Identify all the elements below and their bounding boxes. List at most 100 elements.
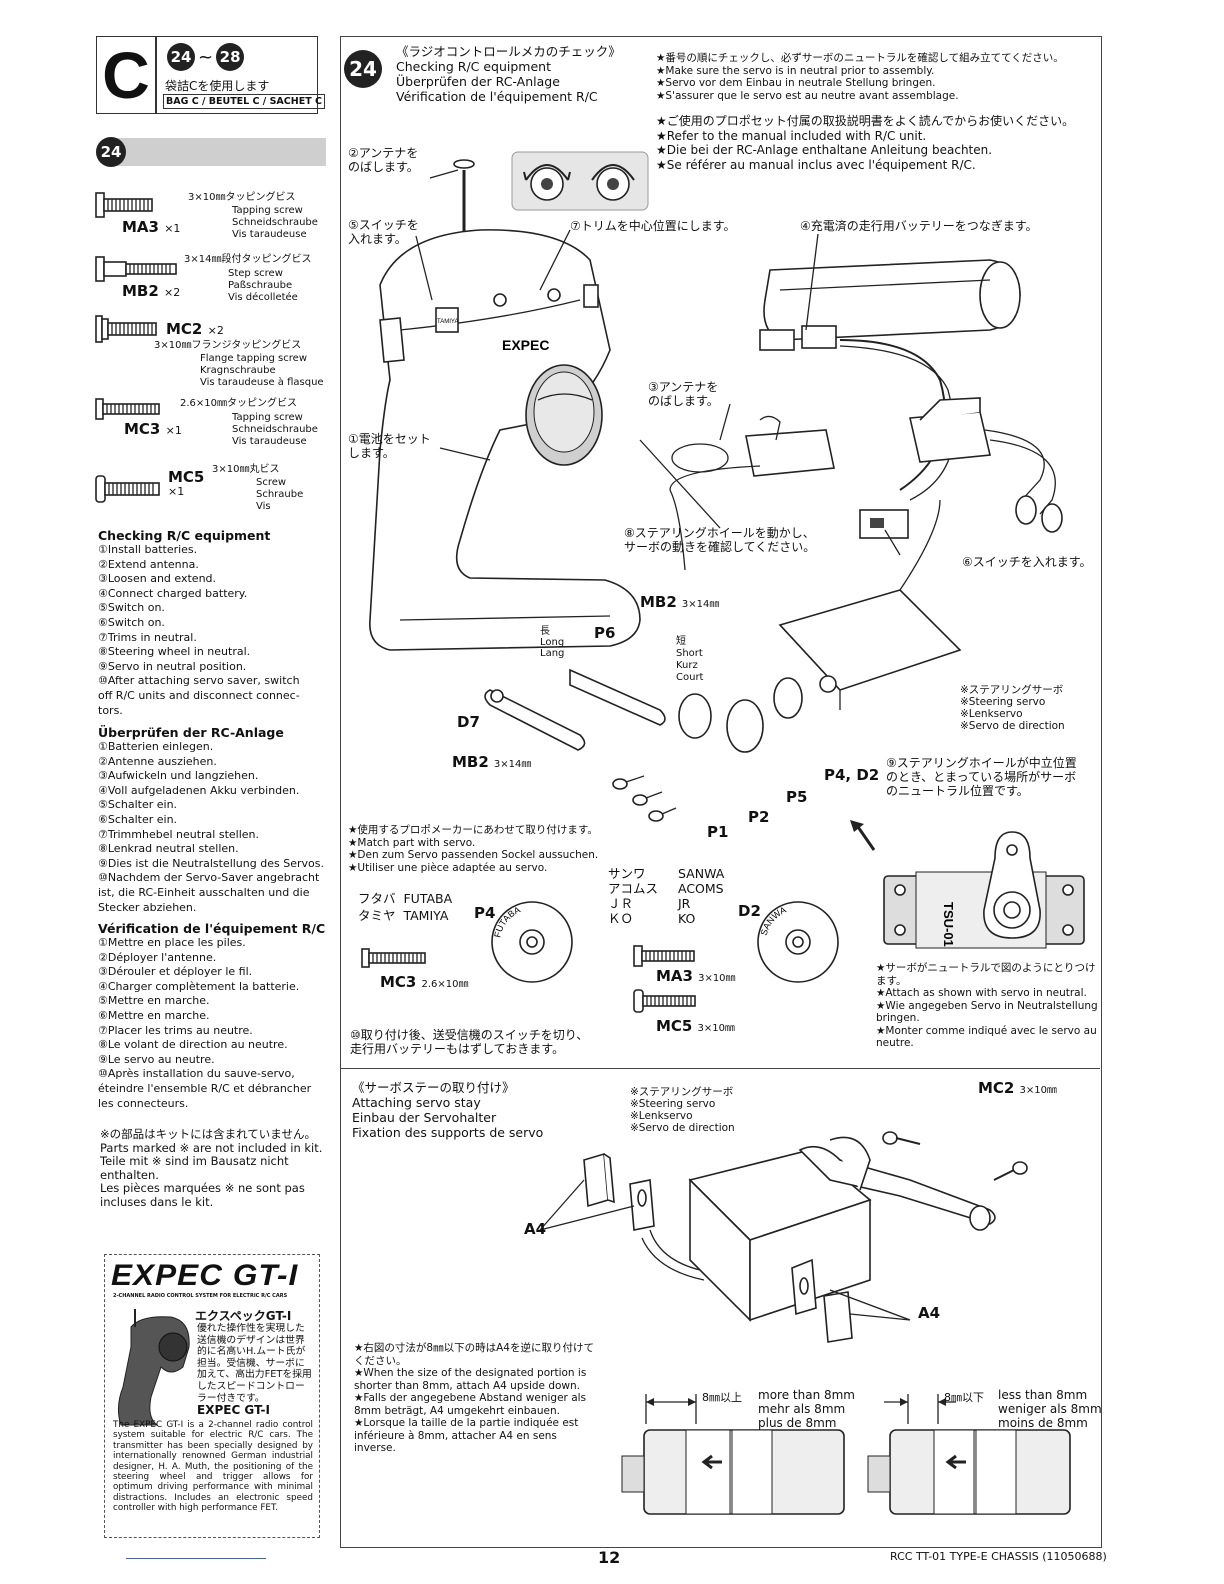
part-mc2-jp: 3×10㎜フランジタッピングビス (154, 340, 302, 351)
neutral-fr: ★Monter comme indiqué avec le servo au n… (876, 1024, 1097, 1050)
callout-4: ④充電済の走行用バッテリーをつなぎます。 (800, 219, 1038, 233)
neutral-notes: ★サーボがニュートラルで図のようにとりつけます。 ★Attach as show… (876, 962, 1098, 1050)
list-item: ④Charger complètement la batterie. (98, 979, 300, 993)
part-mc2-code: MC2 (166, 320, 203, 338)
list-item: ⑥Switch on. (98, 615, 165, 629)
stay-fr: Fixation des supports de servo (352, 1125, 544, 1140)
match-jp: ★使用するプロポメーカーにあわせて取り付けます。 (348, 824, 598, 836)
callout-10: ⑩取り付け後、送受信機のスイッチを切り、 走行用バッテリーもはずしておきます。 (350, 1028, 589, 1056)
mb2-bot-label: MB2 (452, 753, 489, 771)
part-mc3-fr: Vis taraudeuse (232, 436, 307, 447)
not-included-jp: ※の部品はキットには含まれていません。 (100, 1127, 316, 1141)
part-mc5-en: Screw (256, 477, 287, 488)
list-item: ⑨Le servo au neutre. (98, 1052, 215, 1066)
list-item: ④Voll aufgeladenen Akku verbinden. (98, 783, 300, 797)
part-ma3-qty: ×1 (164, 222, 181, 235)
ko: KO (678, 911, 696, 926)
stay-en: Attaching servo stay (352, 1095, 481, 1110)
part-mc3-qty: ×1 (165, 424, 182, 437)
servo-saver-arm-icon (798, 1136, 996, 1231)
list-item: ③Aufwickeln und langziehen. (98, 769, 259, 783)
step24-titles: 《ラジオコントロールメカのチェック》 Checking R/C equipmen… (396, 44, 621, 104)
neutral-en: ★Attach as shown with servo in neutral. (876, 987, 1087, 999)
stay-note-en: ★When the size of the designated portion… (354, 1367, 587, 1392)
step24-notes1: ★番号の順にチェックし、必ずサーボのニュートラルを確認して組み立ててください。 … (656, 52, 1064, 102)
stay-notes: ★右図の寸法が8㎜以下の時はA4を逆に取り付けてください。 ★When the … (354, 1342, 600, 1455)
check-fr-list: ①Mettre en place les piles.②Déployer l'a… (98, 936, 328, 1111)
list-item: ③Loosen and extend. (98, 572, 217, 586)
sanwa: SANWA (678, 866, 725, 881)
bag-header: C 24 ~ 28 袋詰Cを使用します BAG C / BEUTEL C / S… (96, 36, 325, 114)
mb2-bot-size: 3×14㎜ (493, 759, 532, 770)
check-fr-title: Vérification de l'équipement R/C (98, 921, 326, 936)
list-item: ②Antenne ausziehen. (98, 754, 217, 768)
not-included-de: Teile mit ※ sind im Bausatz nicht enthal… (100, 1154, 289, 1182)
p1-label: P1 (707, 823, 729, 841)
step-badge: 24 (96, 137, 126, 167)
list-item: ⑧Steering wheel in neutral. (98, 645, 251, 659)
bag-label: BAG C / BEUTEL C / SACHET C (163, 94, 325, 109)
screw-mb2-icon (95, 256, 177, 282)
list-item: ⑩After attaching servo saver, switch (98, 674, 300, 688)
part-ma3-fr: Vis taraudeuse (232, 229, 307, 240)
p6-label: P6 (594, 624, 616, 642)
step24-en: Checking R/C equipment (396, 59, 551, 74)
stay-note-de: ★Falls der angegebene Abstand weniger al… (354, 1392, 587, 1417)
callout-7: ⑦トリムを中心位置にします。 (570, 219, 736, 233)
list-item: Stecker abziehen. (98, 900, 197, 914)
servo-stay-diagram (539, 1131, 1028, 1343)
match-de: ★Den zum Servo passenden Sockel aussuche… (348, 849, 599, 861)
stay-servo-label: ※ステアリングサーボ ※Steering servo ※Lenkservo ※S… (630, 1086, 735, 1134)
neutral-jp: ★サーボがニュートラルで図のようにとりつけます。 (876, 962, 1096, 987)
less-jp: 8㎜以下 (944, 1391, 984, 1404)
p4-disc-icon: FUTABA (491, 901, 573, 983)
check-en-title: Checking R/C equipment (98, 528, 271, 543)
step24-badge: 24 (344, 50, 382, 88)
stay-note-fr: ★Lorsque la taille de la partie indiquée… (354, 1417, 579, 1454)
d2-disc-icon: SANWA (757, 901, 839, 983)
rc-check-diagram: TAMIYA EXPEC (369, 151, 1063, 753)
list-item: ⑨Servo in neutral position. (98, 659, 247, 673)
more-label: more than 8mm mehr als 8mm plus de 8mm (758, 1388, 855, 1430)
stay-jp: 《サーボステーの取り付け》 (352, 1080, 515, 1095)
callout-5: ⑤スイッチを 入れます。 (348, 218, 419, 246)
neutral-de: ★Wie angegeben Servo in Neutralstellung … (876, 999, 1098, 1025)
list-item: éteindre l'ensemble R/C et débrancher (98, 1081, 312, 1095)
screw-mc3-icon (95, 398, 160, 420)
step-to-badge: 28 (216, 43, 245, 71)
neutral-servo-diagram: TSU-01 (850, 820, 1085, 949)
mc5-brand-size: 3×10㎜ (697, 1023, 735, 1034)
step24-fr: Vérification de l'équipement R/C (396, 89, 598, 104)
check-de-list: ①Batterien einlegen.②Antenne ausziehen.③… (98, 740, 328, 915)
a4-label-right: A4 (918, 1304, 941, 1322)
bag-info-box: 24 ~ 28 袋詰Cを使用します BAG C / BEUTEL C / SAC… (156, 36, 325, 114)
tx-model: EXPEC (502, 337, 549, 353)
part-ma3-jp: 3×10㎜タッピングビス (188, 192, 296, 203)
list-item: ①Mettre en place les piles. (98, 936, 246, 949)
screw-mc5-small-icon (633, 989, 696, 1013)
a4-label-left: A4 (524, 1220, 547, 1238)
part-mc3-jp: 2.6×10㎜タッピングビス (180, 398, 298, 409)
note2-jp: ★ご使用のプロポセット付属の取扱説明書をよく読んでからお使いください。 (656, 114, 1075, 128)
long-label: 長 Long Lang (540, 626, 565, 659)
note1-de: ★Servo vor dem Einbau in neutrale Stellu… (656, 77, 936, 89)
list-item: ⑨Dies ist die Neutralstellung des Servos… (98, 856, 324, 870)
expec-jp-body: 優れた操作性を実現した送信機のデザインは世界的に名高いH.ムート氏が担当。受信機… (197, 1323, 312, 1404)
list-item: tors. (98, 703, 123, 717)
part-mc5-jp: 3×10㎜丸ビス (212, 464, 280, 475)
check-de-section: Überprüfen der RC-Anlage ①Batterien einl… (98, 725, 328, 915)
acoms: ACOMS (678, 881, 724, 896)
list-item: ⑩Nachdem der Servo-Saver angebracht (98, 871, 320, 885)
note2-de: ★Die bei der RC-Anlage enthaltane Anleit… (656, 143, 993, 157)
part-mc5-qty: ×1 (168, 485, 185, 498)
tx-brand: TAMIYA (437, 319, 458, 325)
part-mc2-en: Flange tapping screw (200, 353, 307, 364)
horn-screws-icon (612, 775, 677, 822)
list-item: ⑥Mettre en marche. (98, 1008, 210, 1022)
screw-mc3-small-icon (361, 948, 426, 968)
check-de-title: Überprüfen der RC-Anlage (98, 725, 284, 740)
mc3-brand-size: 2.6×10㎜ (421, 979, 469, 990)
note1-jp: ★番号の順にチェックし、必ずサーボのニュートラルを確認して組み立ててください。 (656, 52, 1064, 64)
not-included-fr: Les pièces marquées ※ ne sont pas inclus… (100, 1181, 305, 1209)
